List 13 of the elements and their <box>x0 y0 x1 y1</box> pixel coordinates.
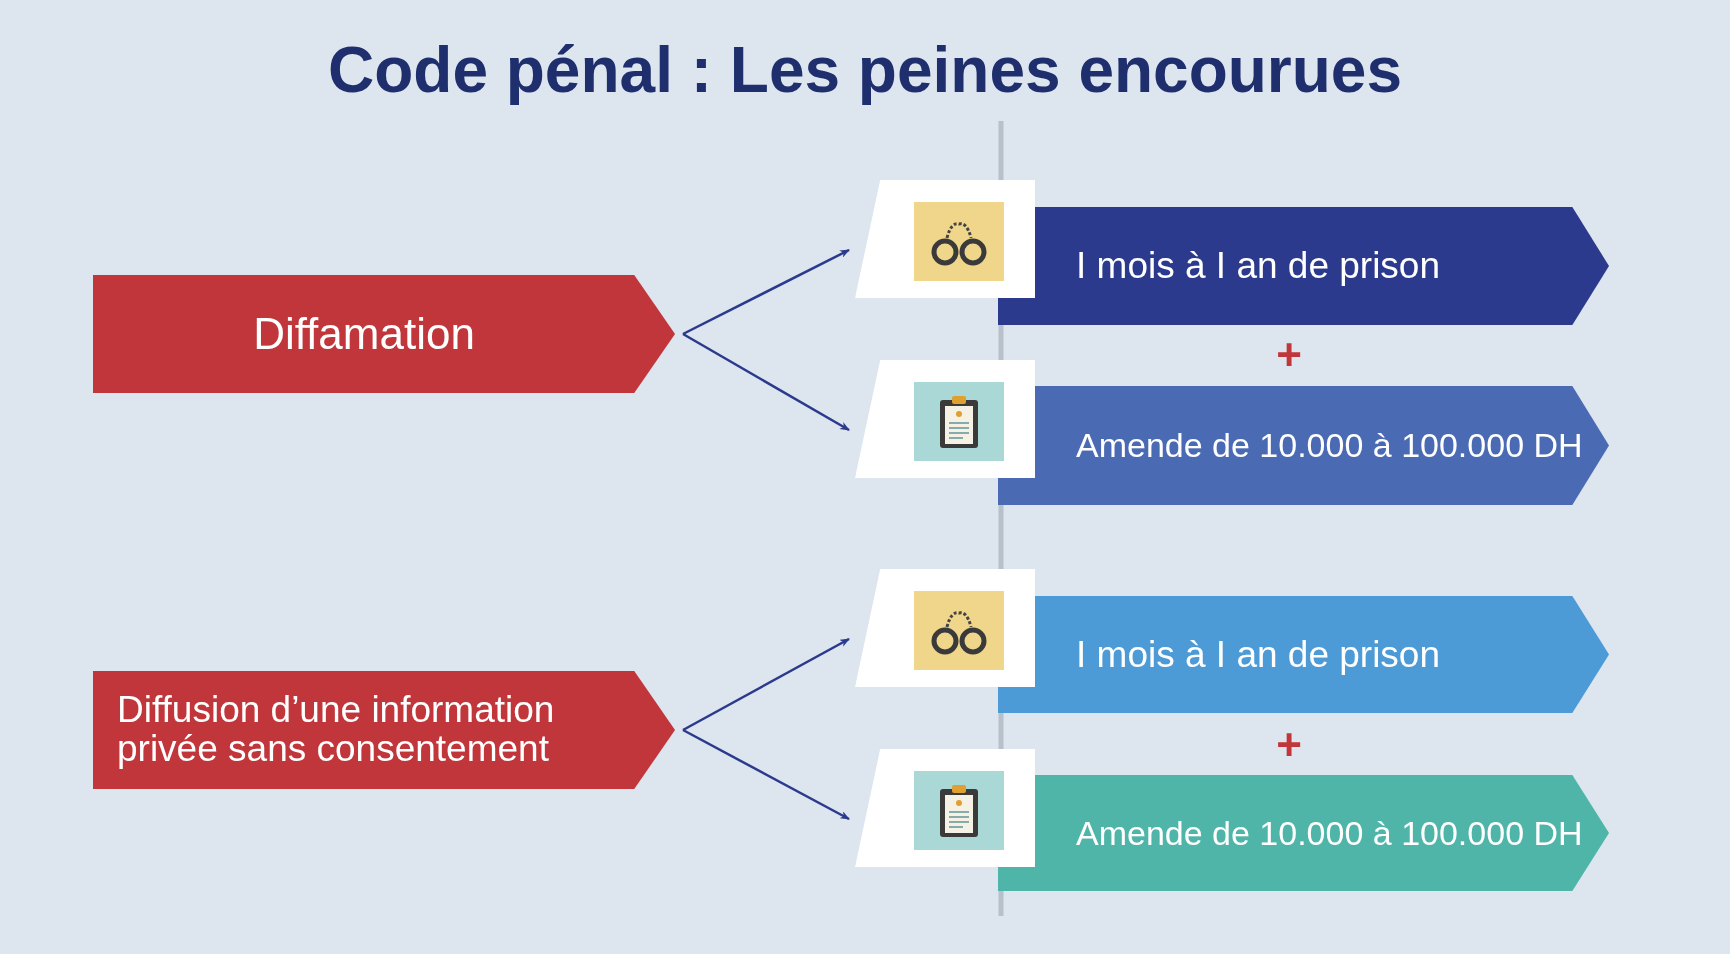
arrow <box>682 637 850 732</box>
penalty-text: I mois à I an de prison <box>1076 244 1441 289</box>
offense-text: Diffamation <box>252 308 476 360</box>
penalty-text: Amende de 10.000 à 100.000 DH <box>1076 812 1583 854</box>
title: Code pénal : Les peines encourues <box>327 33 1403 108</box>
arrow <box>682 248 850 336</box>
penalty-text: I mois à I an de prison <box>1076 632 1441 677</box>
arrow <box>682 332 850 432</box>
penalty-text: Amende de 10.000 à 100.000 DH <box>1076 425 1583 466</box>
arrow <box>682 728 850 821</box>
plus-sign: + <box>1276 333 1302 377</box>
offense-text: Diffusion d’une information privée sans consentement <box>117 691 556 769</box>
plus-sign: + <box>1276 723 1302 767</box>
